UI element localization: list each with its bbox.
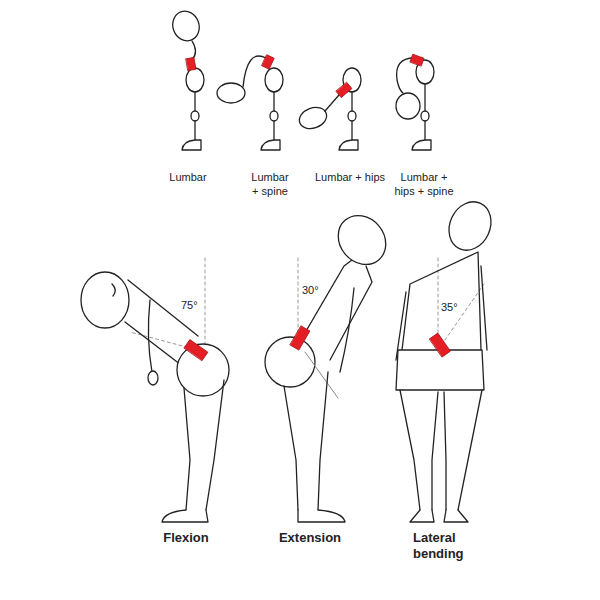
spine (397, 58, 414, 93)
lumbar-marker (186, 57, 196, 70)
motion-caption: Lumbar + hips (310, 170, 390, 184)
head (81, 272, 129, 328)
lateral-figure (396, 195, 499, 522)
pelvis (186, 68, 204, 92)
foot (182, 140, 201, 150)
torso-outline (402, 252, 481, 350)
lumbar-marker (410, 54, 424, 66)
leg-left-inner (432, 392, 438, 510)
lumbar-figure (169, 7, 204, 150)
arm (340, 288, 354, 372)
motion-caption: Lumbar + hips + spine (392, 170, 456, 198)
shin (273, 121, 274, 140)
leg-left-outer (400, 390, 420, 510)
head (328, 206, 395, 274)
spine (243, 56, 266, 87)
hand (148, 371, 158, 385)
leg-back (206, 380, 224, 510)
knee (270, 111, 278, 121)
ear (112, 284, 115, 296)
movement-title: Flexion (141, 530, 231, 546)
lumbar-hips-figure (296, 68, 361, 150)
motion-caption: Lumbar + spine (248, 170, 292, 198)
angle-value: 35° (441, 300, 463, 314)
foot (162, 510, 208, 522)
flexion-figure (81, 258, 229, 522)
lumbar-marker (184, 340, 208, 361)
buttocks (265, 337, 315, 387)
shin (351, 121, 352, 140)
pelvis-line (305, 352, 338, 398)
thigh (194, 92, 195, 111)
head (217, 83, 245, 103)
pelvis (265, 68, 283, 92)
leg-right-inner (444, 392, 446, 510)
thigh (424, 84, 425, 111)
lumbar-hips-spine-figure (396, 54, 434, 150)
foot (298, 510, 345, 522)
lumbar-marker (336, 82, 352, 97)
shin (194, 121, 195, 140)
head (169, 7, 204, 44)
foot-right (444, 510, 468, 522)
knee (191, 111, 199, 121)
leg-front (318, 372, 328, 510)
head (296, 104, 329, 132)
thigh (273, 92, 274, 111)
knee (348, 111, 356, 121)
back-outline (302, 260, 352, 338)
lumbar-marker (262, 55, 274, 69)
foot (339, 140, 358, 150)
head (396, 93, 420, 119)
arm-right (481, 266, 487, 350)
movement-title: Lateral bending (413, 530, 473, 562)
thigh (351, 92, 352, 111)
leg-right-outer (458, 390, 482, 510)
foot (412, 140, 431, 150)
vertical-reference (205, 258, 206, 352)
head (441, 195, 498, 257)
arm (148, 300, 152, 372)
lumbar-spine-figure (217, 55, 283, 150)
foot-left (410, 510, 434, 522)
lumbar-marker (290, 326, 310, 350)
hips (396, 350, 484, 390)
trunk-axis (438, 284, 484, 350)
lumbar-marker (430, 333, 451, 357)
leg-back (284, 386, 298, 510)
extension-figure (265, 206, 396, 522)
shin (424, 121, 425, 140)
angle-value: 30° (302, 283, 324, 297)
motion-caption: Lumbar (163, 170, 213, 184)
foot (261, 140, 280, 150)
knee (421, 111, 429, 121)
movement-title: Extension (265, 530, 355, 546)
angle-value: 75° (181, 298, 201, 312)
leg-front (184, 388, 190, 510)
spine (325, 95, 339, 111)
belly-outline (125, 322, 185, 368)
